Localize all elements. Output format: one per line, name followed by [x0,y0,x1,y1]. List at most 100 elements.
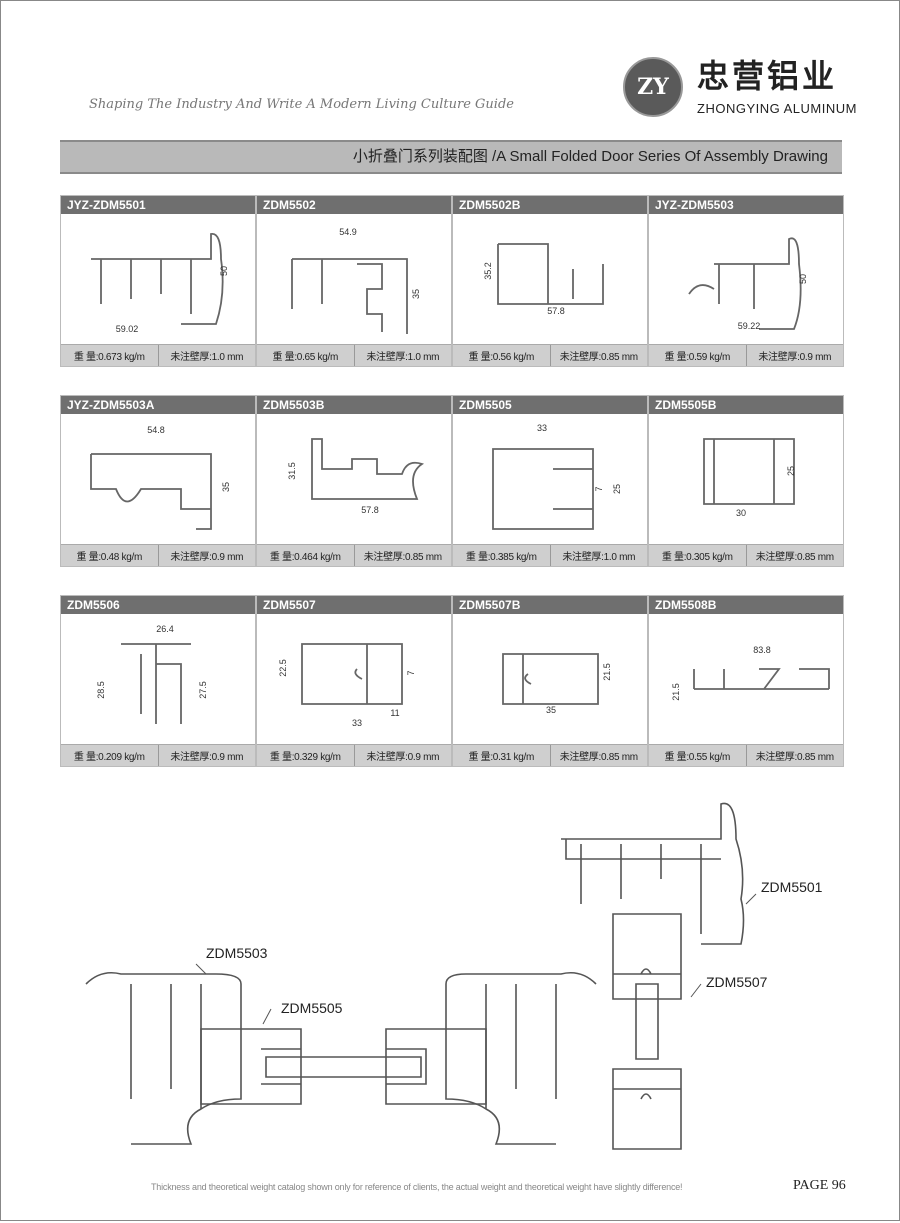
weight: 重 量:0.305 kg/m [661,552,733,563]
product-code: ZDM5503B [257,396,451,414]
section-title: 小折叠门系列装配图 /A Small Folded Door Series Of… [352,148,828,165]
slogan: Shaping The Industry And Write A Modern … [89,97,514,112]
dimension-label: 57.8 [361,505,379,515]
product-code: ZDM5507 [257,596,451,614]
card-footer: 重 量:0.209 kg/m 未注壁厚:0.9 mm [61,744,255,766]
dimension-label: 35.2 [483,262,493,280]
profile-outline [703,438,795,505]
wall-thickness: 未注壁厚:0.85 mm [353,545,452,566]
wall-thickness: 未注壁厚:0.85 mm [549,745,648,766]
dimension-label: 57.8 [547,306,565,316]
page-number: PAGE 96 [793,1178,846,1193]
product-code: JYZ-ZDM5503A [61,396,255,414]
weight: 重 量:0.673 kg/m [73,352,145,363]
product-code: ZDM5508B [649,596,843,614]
profile-outline [301,643,403,705]
dimension-label: 7 [594,486,604,491]
wall-thickness: 未注壁厚:1.0 mm [549,545,648,566]
profile-drawing: 21.535 [502,653,612,715]
profile-drawing: 35.2 57.8 [483,243,604,316]
dimension-label: 59.02 [116,324,139,334]
profile-outline [502,653,599,705]
dimension-label: 50 [219,266,229,276]
weight: 重 量:0.65 kg/m [272,352,339,363]
profile-zdm5503-right [445,971,597,1145]
weight: 重 量:0.209 kg/m [73,752,145,763]
brand-name-cn: 忠营铝业 [697,58,838,94]
dimension-label: 50 [798,274,808,284]
dimension-label: 30 [736,508,746,518]
wall-thickness: 未注壁厚:0.9 mm [745,345,844,366]
product-code: ZDM5505 [453,396,647,414]
assembly-label-zdm5503: ZDM5503 [206,945,268,961]
profile-outline [693,668,830,690]
profile-zdm5507-bottom [612,1068,682,1150]
dimension-label: 22.5 [278,659,288,677]
dimension-label: 59.22 [738,321,761,331]
weight: 重 量:0.385 kg/m [465,552,537,563]
product-code: JYZ-ZDM5501 [61,196,255,214]
profile-zdm5501 [561,802,745,945]
dimension-label: 25 [786,466,796,476]
dimension-label: 35 [221,482,231,492]
weight: 重 量:0.31 kg/m [468,752,535,763]
dimension-label: 11 [390,708,399,718]
weight: 重 量:0.59 kg/m [664,352,731,363]
profile-drawing: 59.02 50 [91,233,229,334]
profile-zdm5507-top [612,913,682,1000]
dimension-label: 35 [411,289,421,299]
card-footer: 重 量:0.65 kg/m 未注壁厚:1.0 mm [257,344,451,366]
weight: 重 量:0.56 kg/m [468,352,535,363]
profile-zdm5505-left [200,1028,302,1105]
page-footer: Thickness and theoretical weight catalog… [1,1178,899,1220]
footer-note: Thickness and theoretical weight catalog… [151,1182,683,1192]
profile-drawing: 54.8 35 [90,425,231,530]
wall-thickness: 未注壁厚:1.0 mm [157,345,256,366]
weight: 重 量:0.55 kg/m [664,752,731,763]
product-code: ZDM5506 [61,596,255,614]
dimension-label: 28.5 [96,681,106,699]
weight: 重 量:0.48 kg/m [76,552,143,563]
product-card: ZDM5502 54.9 35 重 量:0.65 kg/m 未注壁厚:1.0 mm [256,195,452,367]
weight: 重 量:0.329 kg/m [269,752,341,763]
card-footer: 重 量:0.673 kg/m 未注壁厚:1.0 mm [61,344,255,366]
profile-drawing: 50 59.22 [688,237,808,331]
profile-outline [91,233,224,325]
wall-thickness: 未注壁厚:1.0 mm [353,345,452,366]
dimension-label: 33 [352,718,362,728]
dimension-label: 54.8 [147,425,165,435]
brand-logo: ZY [623,57,683,117]
dimension-label: 33 [537,423,547,433]
card-footer: 重 量:0.385 kg/m 未注壁厚:1.0 mm [453,544,647,566]
dimension-label: 54.9 [339,227,357,237]
glass-horizontal [265,1056,422,1078]
dimension-label: 21.5 [602,663,612,681]
product-code: ZDM5502B [453,196,647,214]
profile-drawing: 83.821.5 [671,645,830,701]
page-header: Shaping The Industry And Write A Modern … [1,1,899,140]
profile-outline [688,237,802,330]
assembly-label-zdm5507: ZDM5507 [706,974,768,990]
dimension-label: 21.5 [671,683,681,701]
wall-thickness: 未注壁厚:0.9 mm [157,745,256,766]
product-code: JYZ-ZDM5503 [649,196,843,214]
profile-outline [497,243,604,305]
assembly-label-zdm5501: ZDM5501 [761,879,823,895]
profile-drawing: 25 30 [703,438,796,518]
dimension-label: 31.5 [287,462,297,480]
product-code: ZDM5502 [257,196,451,214]
assembly-label-zdm5505: ZDM5505 [281,1000,343,1016]
profile-drawing: 54.9 35 [291,227,421,334]
